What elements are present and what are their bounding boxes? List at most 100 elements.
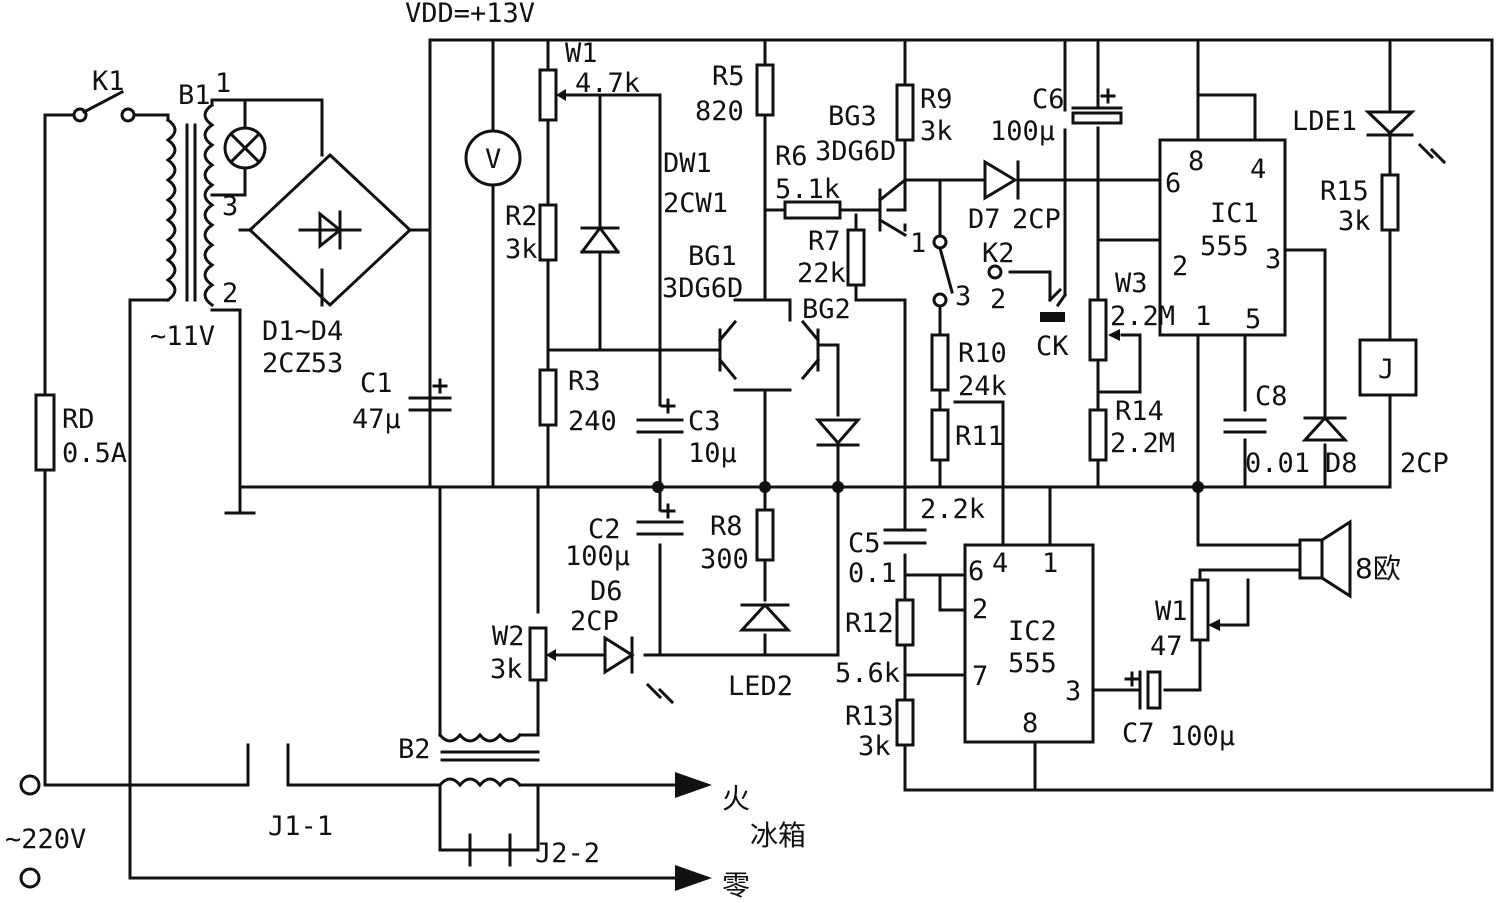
resistor-r3	[538, 368, 558, 427]
svg-text:22k: 22k	[797, 258, 846, 289]
bridge-rectifier	[247, 152, 413, 308]
svg-text:C6: C6	[1032, 84, 1065, 115]
capacitor-c3	[636, 418, 684, 434]
svg-text:C3: C3	[688, 406, 721, 437]
svg-text:D1~D4: D1~D4	[262, 316, 343, 347]
svg-text:零: 零	[722, 869, 750, 902]
resistor-r15	[1380, 173, 1400, 232]
svg-text:BG1: BG1	[688, 241, 737, 272]
svg-text:1: 1	[1195, 301, 1211, 332]
svg-text:R13: R13	[845, 701, 894, 732]
resistor-r13	[895, 698, 915, 747]
svg-text:冰箱: 冰箱	[750, 819, 806, 852]
svg-text:3k: 3k	[505, 234, 538, 265]
svg-text:3k: 3k	[920, 116, 953, 147]
ic1-555	[1158, 138, 1287, 337]
svg-text:6: 6	[1165, 168, 1181, 199]
svg-text:24k: 24k	[958, 371, 1007, 402]
svg-text:DW1: DW1	[663, 148, 712, 179]
svg-text:2CP: 2CP	[1012, 204, 1061, 235]
resistor-r14	[1088, 408, 1108, 462]
svg-text:2CP: 2CP	[570, 606, 619, 637]
svg-text:R2: R2	[505, 201, 538, 232]
transistor-bg3	[877, 177, 908, 238]
svg-text:5.6k: 5.6k	[835, 658, 900, 689]
svg-text:0.01: 0.01	[1245, 448, 1310, 479]
svg-text:C8: C8	[1255, 381, 1288, 412]
svg-text:5: 5	[1245, 304, 1261, 335]
transformer-b1	[165, 102, 215, 308]
svg-text:100μ: 100μ	[990, 116, 1055, 147]
zener-dw1	[579, 225, 621, 255]
voltmeter	[464, 129, 522, 187]
svg-text:100μ: 100μ	[1170, 721, 1235, 752]
capacitor-c1	[408, 396, 452, 412]
k2-selector	[932, 234, 1003, 308]
resistor-r2	[538, 203, 558, 262]
svg-text:47: 47	[1150, 631, 1183, 662]
wiring	[43, 38, 1494, 880]
output-arrows	[675, 772, 712, 891]
svg-text:~11V: ~11V	[150, 321, 215, 352]
junction-dots	[652, 481, 1204, 493]
svg-text:V: V	[485, 144, 501, 175]
svg-text:D8: D8	[1325, 448, 1358, 479]
capacitor-c2	[636, 520, 684, 536]
svg-text:IC1: IC1	[1210, 198, 1259, 229]
svg-text:2CW1: 2CW1	[663, 188, 728, 219]
svg-text:D6: D6	[590, 576, 623, 607]
transistor-bg1	[717, 319, 738, 381]
transformer-b2	[437, 732, 540, 788]
svg-text:C7: C7	[1122, 718, 1155, 749]
svg-text:555: 555	[1008, 648, 1057, 679]
svg-text:4.7k: 4.7k	[575, 68, 640, 99]
svg-text:R3: R3	[568, 366, 601, 397]
resistor-r11	[930, 408, 950, 462]
svg-text:3k: 3k	[858, 731, 891, 762]
svg-text:~220V: ~220V	[5, 824, 86, 855]
svg-text:4: 4	[992, 548, 1008, 579]
svg-text:0.1: 0.1	[848, 558, 897, 589]
svg-text:0.5A: 0.5A	[62, 438, 127, 469]
labels: VDD=+13V K1 B1 1 3 2 ~11V D1~D4 2CZ53 RD…	[5, 0, 1449, 902]
svg-text:K2: K2	[982, 238, 1015, 269]
relay-contact-j2	[468, 833, 512, 867]
diode-bg2	[814, 418, 862, 447]
svg-text:2.2M: 2.2M	[1110, 301, 1175, 332]
resistor-r5	[755, 63, 775, 117]
svg-text:R7: R7	[808, 226, 841, 257]
led-led2	[738, 602, 792, 632]
resistor-r8	[755, 508, 775, 562]
svg-text:3: 3	[222, 191, 238, 222]
polarity-marks	[432, 88, 1140, 687]
svg-text:C5: C5	[848, 528, 881, 559]
fuse-rd	[34, 393, 56, 472]
svg-text:3: 3	[1265, 244, 1281, 275]
k1-switch	[72, 89, 136, 123]
mains-terminals	[19, 774, 41, 889]
svg-text:8: 8	[1022, 708, 1038, 739]
svg-text:W1: W1	[1155, 596, 1188, 627]
resistor-r6	[783, 200, 842, 220]
svg-text:W3: W3	[1115, 268, 1148, 299]
svg-text:CK: CK	[1036, 331, 1069, 362]
svg-text:D7: D7	[968, 204, 1001, 235]
capacitor-c7	[1138, 670, 1162, 710]
svg-text:2CZ53: 2CZ53	[262, 348, 343, 379]
svg-text:R9: R9	[920, 84, 953, 115]
svg-text:4: 4	[1250, 154, 1266, 185]
svg-text:LED2: LED2	[728, 671, 793, 702]
svg-text:3: 3	[955, 281, 971, 312]
capacitor-c8	[1223, 418, 1267, 434]
svg-text:R15: R15	[1320, 176, 1369, 207]
svg-text:J1-1: J1-1	[268, 811, 333, 842]
svg-text:300: 300	[700, 544, 749, 575]
diode-d7	[983, 159, 1020, 201]
svg-text:3k: 3k	[1338, 206, 1371, 237]
svg-text:6: 6	[968, 556, 984, 587]
svg-text:W2: W2	[492, 621, 525, 652]
indicator-lamp	[210, 98, 267, 197]
svg-text:IC2: IC2	[1008, 616, 1057, 647]
svg-text:2: 2	[1172, 251, 1188, 282]
